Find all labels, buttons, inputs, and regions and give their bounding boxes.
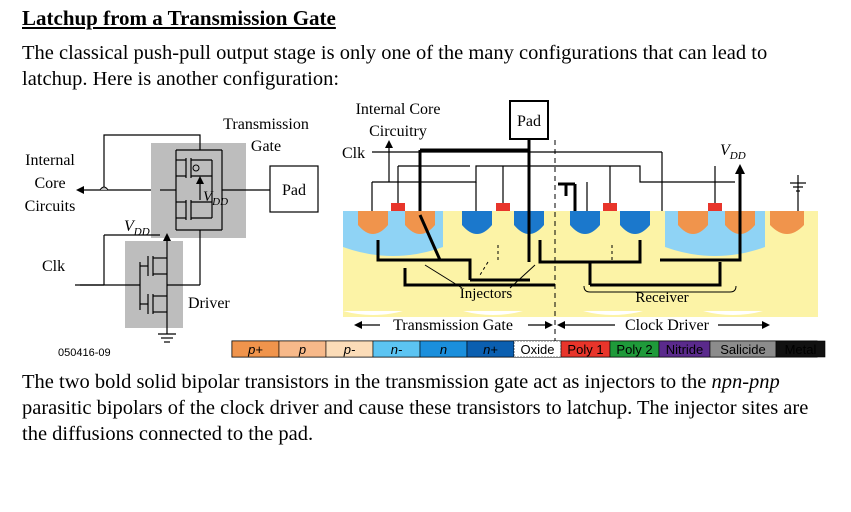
pplus-substrate-tap	[770, 211, 804, 234]
cd-left-arrow-icon	[557, 321, 565, 329]
legend-label-poly-1: Poly 1	[567, 342, 603, 357]
legend-label-nitride: Nitride	[666, 342, 704, 357]
circuit-pad-label: Pad	[282, 182, 306, 199]
legend-items: p+ p p-n-n n+ Oxide Poly 1 Poly 2 Nitride Salici…	[231, 340, 826, 358]
nplus-diffusion-4	[620, 211, 650, 234]
legend-label-p-: p+	[247, 342, 263, 357]
internal-core-line1: Internal	[25, 152, 75, 169]
cross-transmission-gate-label: Transmission Gate	[393, 317, 513, 334]
conclusion-paragraph: The two bold solid bipolar transistors i…	[22, 371, 809, 445]
legend-swatch-metal	[775, 340, 826, 358]
cross-section: Pad Internal Core Circuitry Clk VDD	[342, 100, 818, 345]
cross-internal-core-line2: Circuitry	[369, 123, 427, 140]
legend-label-p: p	[298, 342, 306, 357]
legend-label-poly-2: Poly 2	[616, 342, 652, 357]
legend-label-n: n	[440, 342, 447, 357]
internal-core-line2: Core	[34, 175, 65, 192]
cd-right-arrow-icon	[762, 321, 770, 329]
material-legend: p+ p p-n-n n+ Oxide Poly 1 Poly 2 Nitride Salici…	[231, 340, 826, 358]
poly-gate-3	[603, 203, 617, 211]
injectors-label: Injectors	[460, 286, 513, 302]
gate-vdd-label: VDD	[203, 189, 228, 208]
internal-core-line3: Circuits	[25, 198, 76, 215]
transmission-gate-label-line1: Transmission	[223, 116, 309, 133]
circuit-clk-label: Clk	[42, 258, 65, 275]
receiver-label: Receiver	[635, 290, 688, 306]
poly-gate-1	[391, 203, 405, 211]
legend-label-p-: p-	[343, 342, 356, 357]
legend-label-n-: n+	[483, 342, 498, 357]
cross-pad-label: Pad	[517, 113, 541, 130]
tg-left-arrow-icon	[354, 321, 362, 329]
figure-id: 050416-09	[58, 347, 111, 359]
tg-right-arrow-icon	[545, 321, 553, 329]
cross-clk-label: Clk	[342, 145, 365, 162]
legend-label-oxide: Oxide	[521, 342, 555, 357]
intro-paragraph: The classical push-pull output stage is …	[22, 42, 768, 90]
transmission-gate-label-line2: Gate	[251, 138, 281, 155]
pplus-diffusion-1	[358, 211, 388, 234]
legend-label-metal: Metal	[785, 342, 817, 357]
cross-internal-core-line1: Internal Core	[356, 101, 441, 118]
legend-label-n-: n-	[391, 342, 403, 357]
vdd-arrow-icon	[196, 176, 204, 184]
nplus-diffusion-3	[570, 211, 600, 234]
nplus-diffusion-1	[462, 211, 492, 234]
circuit-schematic: VDD Pad Transmission Gate Internal Core …	[25, 116, 319, 359]
up-arrow-icon	[385, 140, 393, 148]
arrow-left-icon	[76, 186, 84, 194]
cross-pad-box	[509, 100, 549, 140]
driver-vdd-arrow-icon	[163, 233, 171, 241]
cross-vdd-arrow-icon	[735, 164, 745, 174]
cross-vdd-label: VDD	[720, 142, 746, 162]
cross-clock-driver-label: Clock Driver	[625, 317, 710, 334]
pad-box	[269, 165, 319, 213]
pplus-diffusion-3	[678, 211, 708, 234]
poly-gate-4	[708, 203, 722, 211]
driver-label: Driver	[188, 295, 230, 312]
npn-pnp-emphasis: npn-pnp	[711, 371, 780, 393]
poly-gate-2	[496, 203, 510, 211]
slide-title: Latchup from a Transmission Gate	[22, 6, 336, 30]
legend-label-salicide: Salicide	[720, 342, 766, 357]
